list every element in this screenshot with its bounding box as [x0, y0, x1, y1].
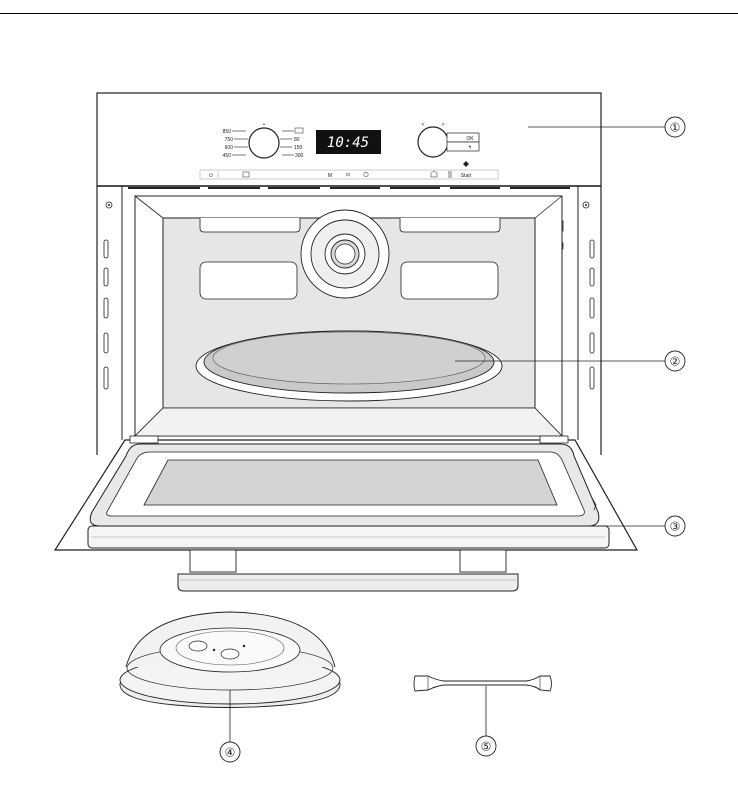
svg-text:OK: OK [466, 136, 474, 142]
control-panel: • 850 750 600 450 80 150 300 10:45 < > [97, 93, 601, 186]
display-time: 10:45 [327, 135, 369, 151]
dial-label-150: 150 [294, 145, 303, 151]
callout-5: ⑤ [481, 740, 492, 754]
dial-label-850: 850 [223, 129, 232, 135]
power-icon[interactable]: ⏻ [209, 173, 213, 179]
turntable-plate [196, 331, 502, 401]
dial-label-300: 300 [295, 153, 304, 159]
back-button[interactable]: ↰ [447, 142, 479, 151]
dial-label-600: 600 [225, 145, 234, 151]
ok-button[interactable]: OK [447, 133, 479, 142]
door-handle[interactable] [178, 550, 518, 591]
header-rule [0, 13, 738, 14]
dial-label-80: 80 [294, 137, 300, 143]
back-icon: ↰ [468, 145, 472, 151]
time-display: 10:45 [316, 130, 381, 154]
selector-dial[interactable]: < > [418, 122, 448, 157]
callout-2: ② [670, 355, 681, 369]
dial-label-750: 750 [225, 137, 234, 143]
oven-door[interactable] [55, 436, 637, 550]
arrow-right-icon: > [442, 122, 445, 128]
dial-label-450: 450 [223, 153, 232, 159]
roller-rod [414, 676, 552, 691]
callout-1: ① [670, 121, 681, 135]
dial-top-mark: • [263, 122, 265, 128]
menu-sensor[interactable]: M [328, 173, 332, 179]
arrow-left-icon: < [422, 122, 425, 128]
start-sensor[interactable]: Start [461, 173, 472, 179]
callout-4: ④ [225, 746, 236, 760]
callout-3: ③ [670, 520, 681, 534]
